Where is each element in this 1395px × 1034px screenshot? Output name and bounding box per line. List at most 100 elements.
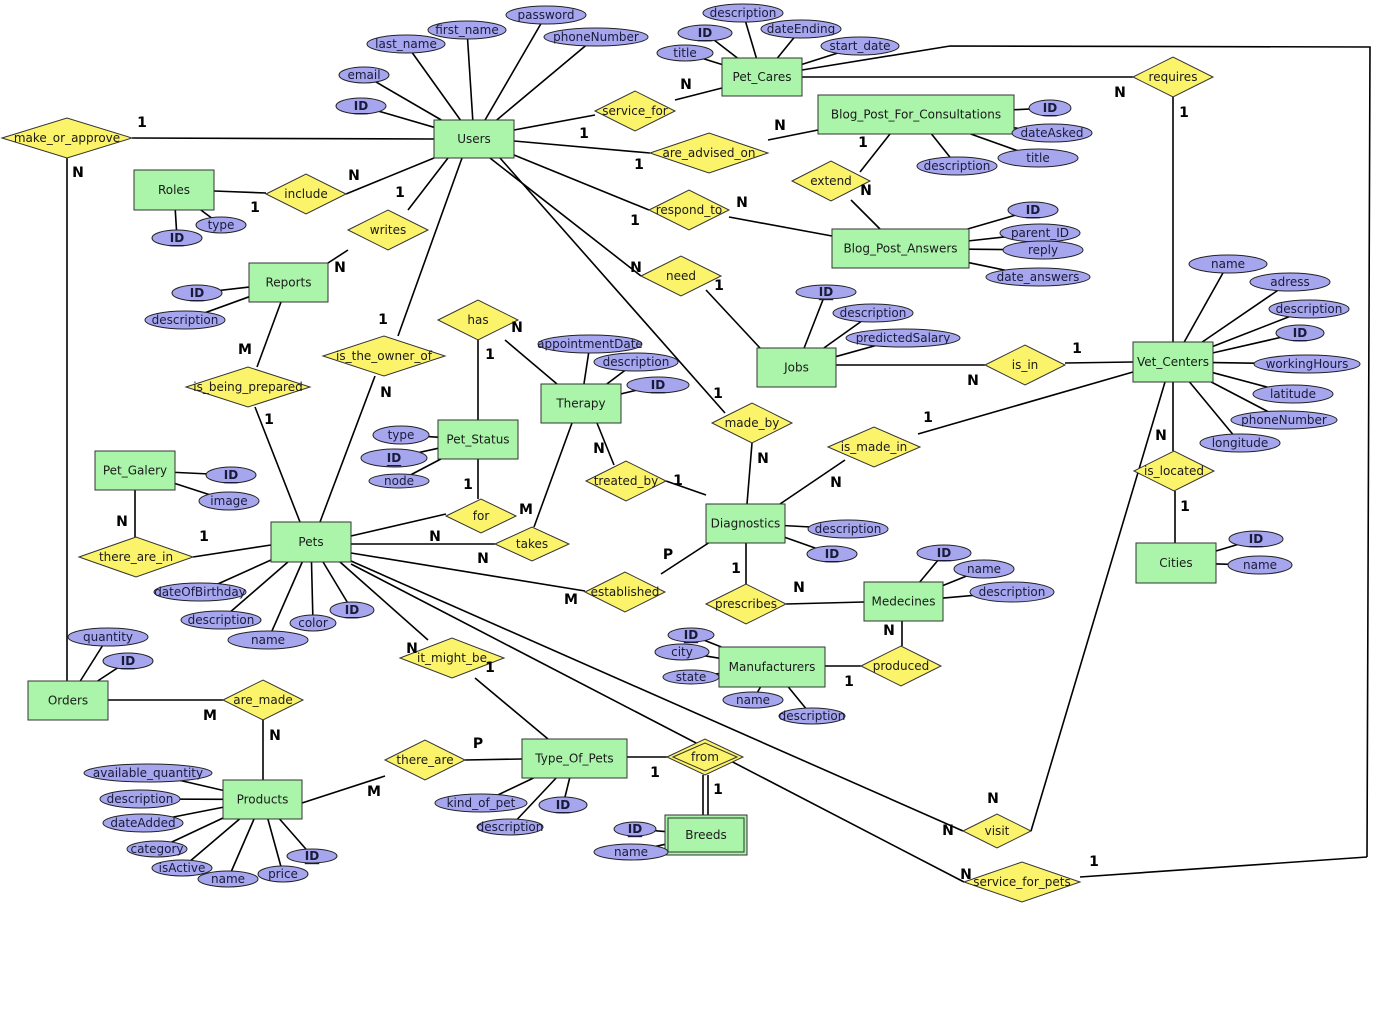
attribute-reports-description[interactable]: description [144,310,226,330]
relationship-is-the-owner-of[interactable]: is_the_owner_of [321,335,447,377]
attribute-products-id[interactable]: ID [286,848,338,864]
attribute-pet-status-type[interactable]: type [372,425,430,445]
attribute-pets-id[interactable]: ID [329,601,375,619]
attribute-roles-type[interactable]: type [195,216,247,234]
relationship-established[interactable]: established [583,571,667,613]
attribute-blog-post-for-consultations-title[interactable]: title [997,148,1079,168]
relationship-is-located[interactable]: is_located [1132,450,1216,492]
entity-therapy[interactable]: Therapy [540,383,622,424]
attribute-pet-status-node[interactable]: node [368,473,430,489]
entity-orders[interactable]: Orders [27,680,109,721]
attribute-products-available-quantity[interactable]: available_quantity [83,763,213,783]
entity-diagnostics[interactable]: Diagnostics [705,503,786,544]
entity-reports[interactable]: Reports [248,262,329,303]
attribute-manufacturers-city[interactable]: city [654,643,710,661]
attribute-type-of-pets-description[interactable]: description [476,818,544,836]
attribute-therapy-id[interactable]: ID [626,376,690,394]
attribute-users-id[interactable]: ID [335,97,387,115]
attribute-vet-centers-description[interactable]: description [1268,299,1350,319]
attribute-jobs-description[interactable]: description [832,303,914,323]
relationship-service-for-pets[interactable]: service_for_pets [962,861,1082,903]
attribute-products-dateadded[interactable]: dateAdded [102,813,184,833]
attribute-vet-centers-latitude[interactable]: latitude [1252,384,1334,404]
relationship-are-made[interactable]: are_made [221,679,305,721]
attribute-pet-cares-description[interactable]: description [702,3,784,23]
attribute-jobs-predictedsalary[interactable]: predictedSalary [845,328,961,348]
relationship-is-made-in[interactable]: is_made_in [826,426,922,468]
attribute-pet-galery-id[interactable]: ID [205,466,257,484]
entity-medecines[interactable]: Medecines [863,581,944,622]
attribute-manufacturers-description[interactable]: description [778,707,846,725]
relationship-treated-by[interactable]: treated_by [584,460,668,502]
attribute-pets-color[interactable]: color [289,614,337,632]
relationship-are-advised-on[interactable]: are_advised_on [648,132,770,174]
entity-cities[interactable]: Cities [1135,542,1217,584]
attribute-blog-post-answers-parent-id[interactable]: parent_ID [999,223,1081,243]
attribute-cities-id[interactable]: ID [1228,530,1284,548]
entity-blog-post-answers[interactable]: Blog_Post_Answers [831,228,970,269]
relationship-visit[interactable]: visit [961,813,1033,849]
relationship-writes[interactable]: writes [346,209,430,251]
entity-breeds[interactable]: Breeds [664,814,748,856]
relationship-make-or-approve[interactable]: make_or_approve [0,117,134,159]
attribute-medecines-id[interactable]: ID [916,544,972,562]
attribute-pets-dateofbirthday[interactable]: dateOfBirthday [153,582,247,602]
entity-users[interactable]: Users [433,119,515,159]
relationship-has[interactable]: has [436,299,520,341]
attribute-users-last-name[interactable]: last_name [366,34,446,54]
attribute-products-description[interactable]: description [99,789,181,809]
relationship-there-are[interactable]: there_are [383,739,467,781]
relationship-there-are-in[interactable]: there_are_in [77,536,195,578]
relationship-for[interactable]: for [444,498,518,534]
attribute-therapy-description[interactable]: description [593,352,679,372]
attribute-users-phonenumber[interactable]: phoneNumber [543,27,649,47]
attribute-orders-quantity[interactable]: quantity [67,627,149,647]
attribute-type-of-pets-id[interactable]: ID [538,796,588,814]
attribute-blog-post-for-consultations-dateasked[interactable]: dateAsked [1011,123,1093,143]
relationship-prescribes[interactable]: prescribes [704,583,788,625]
entity-roles[interactable]: Roles [133,169,215,211]
attribute-pet-cares-dateending[interactable]: dateEnding [760,19,842,39]
attribute-vet-centers-adress[interactable]: adress [1249,272,1331,292]
attribute-cities-name[interactable]: name [1227,555,1293,575]
attribute-blog-post-answers-date-answers[interactable]: date_answers [985,267,1091,287]
entity-manufacturers[interactable]: Manufacturers [718,646,826,688]
entity-blog-post-for-consultations[interactable]: Blog_Post_For_Consultations [817,94,1015,135]
entity-vet-centers[interactable]: Vet_Centers [1132,341,1214,383]
entity-pet-galery[interactable]: Pet_Galery [94,450,176,491]
relationship-include[interactable]: include [264,173,348,215]
attribute-blog-post-answers-reply[interactable]: reply [1002,240,1084,260]
attribute-medecines-name[interactable]: name [953,559,1015,579]
attribute-vet-centers-id[interactable]: ID [1275,324,1325,342]
attribute-products-name[interactable]: name [197,870,259,888]
attribute-products-price[interactable]: price [257,865,309,883]
attribute-medecines-description[interactable]: description [969,581,1055,603]
entity-jobs[interactable]: Jobs [756,347,837,388]
attribute-manufacturers-state[interactable]: state [662,669,720,685]
attribute-vet-centers-workinghours[interactable]: workingHours [1253,354,1361,374]
attribute-diagnostics-id[interactable]: ID [806,545,858,563]
attribute-pet-cares-id[interactable]: ID [677,24,733,42]
attribute-products-category[interactable]: category [126,840,188,858]
relationship-extend[interactable]: extend [790,160,872,202]
attribute-type-of-pets-kind-of-pet[interactable]: kind_of_pet [434,793,528,813]
attribute-breeds-id[interactable]: ID [613,821,657,837]
attribute-pet-status-id[interactable]: ID [360,448,428,468]
attribute-blog-post-for-consultations-id[interactable]: ID [1028,99,1072,117]
relationship-produced[interactable]: produced [859,645,943,687]
relationship-requires[interactable]: requires [1131,56,1215,98]
relationship-is-in[interactable]: is_in [983,344,1067,386]
attribute-manufacturers-name[interactable]: name [722,691,784,709]
entity-products[interactable]: Products [222,779,303,820]
attribute-vet-centers-longitude[interactable]: longitude [1199,433,1281,453]
entity-pet-status[interactable]: Pet_Status [437,419,519,460]
attribute-users-password[interactable]: password [505,5,587,25]
attribute-manufacturers-id[interactable]: ID [667,627,715,643]
attribute-users-email[interactable]: email [338,66,390,84]
relationship-from[interactable]: from [665,738,745,776]
attribute-diagnostics-description[interactable]: description [807,519,889,539]
attribute-pet-cares-title[interactable]: title [656,44,714,62]
relationship-it-might-be[interactable]: it_might_be [398,637,506,679]
attribute-orders-id[interactable]: ID [102,652,154,670]
attribute-therapy-appointmentdate[interactable]: appointmentDate [537,334,643,354]
